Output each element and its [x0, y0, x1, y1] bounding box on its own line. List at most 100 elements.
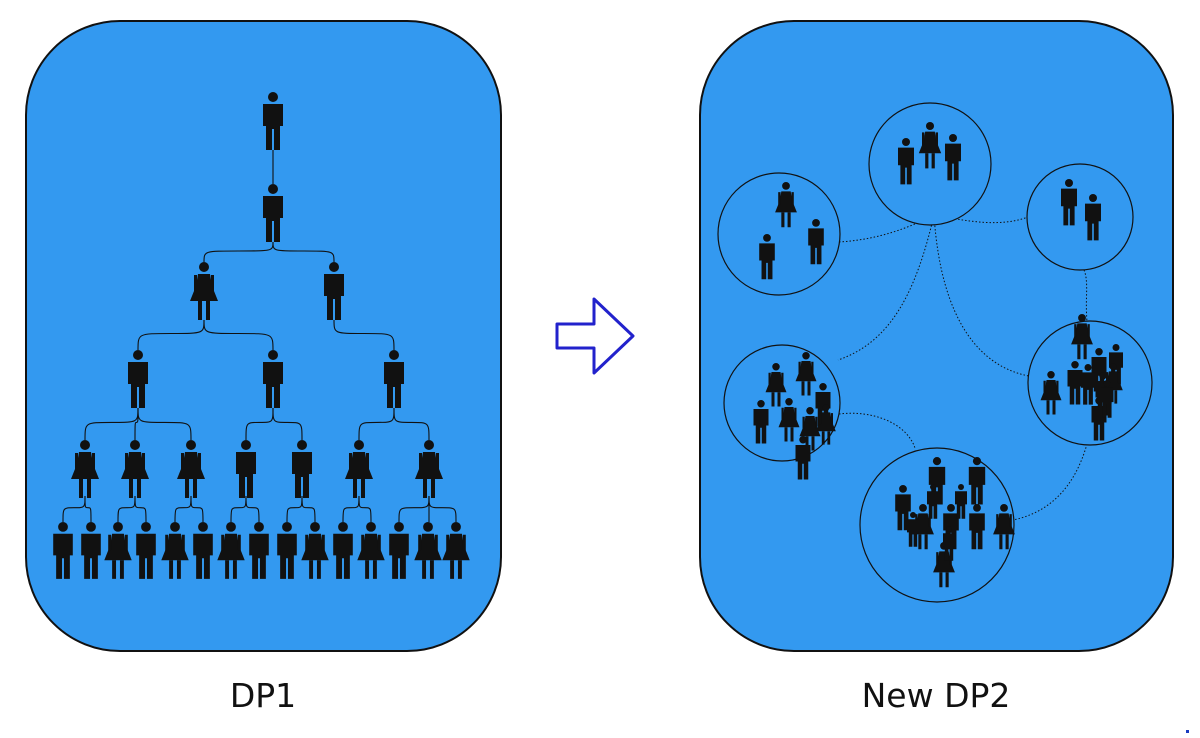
person-icon	[1081, 364, 1095, 405]
person-icon	[442, 522, 470, 579]
watermark: miro	[1149, 638, 1165, 646]
connector-line	[203, 319, 274, 351]
person-icon	[1061, 179, 1077, 226]
person-icon	[415, 440, 443, 498]
person-icon	[898, 138, 914, 185]
group-circle	[717, 172, 841, 296]
person-icon	[795, 436, 811, 480]
connector-line	[174, 495, 192, 523]
connector-line	[272, 241, 335, 263]
person-icon	[955, 484, 967, 519]
connector-line	[301, 495, 316, 523]
person-icon	[969, 504, 985, 550]
connector-line	[428, 495, 457, 523]
person-icon	[263, 350, 283, 408]
person-icon	[1067, 361, 1083, 405]
person-icon	[918, 122, 942, 169]
person-icon	[190, 262, 218, 320]
person-icon	[907, 512, 919, 547]
network-diagram	[717, 102, 1153, 603]
person-icon	[816, 404, 836, 445]
person-icon	[324, 262, 344, 320]
person-icon	[927, 484, 939, 519]
connector-line	[358, 495, 372, 523]
connector-line	[1083, 269, 1088, 323]
connector-line	[84, 407, 139, 441]
person-icon	[128, 350, 148, 408]
connector-line	[134, 407, 139, 441]
connector-line	[245, 495, 260, 523]
connector-line	[245, 407, 274, 441]
connector-line	[1012, 443, 1088, 521]
connector-line	[272, 407, 303, 441]
person-icon	[775, 182, 797, 228]
connector-line	[286, 495, 303, 523]
person-icon	[301, 522, 329, 579]
connector-line	[203, 241, 274, 263]
person-icon	[945, 134, 961, 181]
connector-line	[837, 214, 935, 361]
person-icon	[263, 92, 283, 150]
person-icon	[161, 522, 189, 579]
person-icon	[136, 522, 156, 579]
person-icon	[249, 522, 269, 579]
person-icon	[1100, 380, 1114, 418]
person-icon	[1071, 314, 1093, 360]
connector-line	[117, 495, 136, 523]
connector-line	[933, 214, 1030, 377]
person-icon	[759, 234, 775, 280]
stray-dot	[1186, 730, 1189, 733]
connector-line	[190, 495, 204, 523]
person-icon	[943, 526, 955, 561]
person-icon	[81, 522, 101, 579]
person-icon	[765, 363, 787, 407]
person-icon	[795, 352, 817, 396]
person-icon	[193, 522, 213, 579]
person-icon	[277, 522, 297, 579]
person-icon	[236, 440, 256, 498]
group-circle	[1026, 163, 1134, 271]
person-icon	[389, 522, 409, 579]
connector-line	[358, 407, 395, 441]
person-icon	[345, 440, 373, 498]
connector-line	[84, 495, 92, 523]
person-icon	[968, 457, 986, 505]
person-icon	[121, 440, 149, 498]
network-panel: miro	[699, 20, 1174, 652]
connector-line	[838, 412, 916, 449]
person-icon	[895, 485, 911, 531]
person-icon	[177, 440, 205, 498]
connector-line	[62, 495, 86, 523]
connector-line	[342, 495, 360, 523]
caption-new-dp2: New DP2	[861, 676, 1011, 715]
connector-line	[137, 319, 205, 351]
connector-line	[393, 407, 430, 441]
connector-line	[398, 495, 430, 523]
caption-dp1: DP1	[229, 676, 297, 715]
connector-line	[137, 407, 192, 441]
person-icon	[357, 522, 385, 579]
person-icon	[263, 184, 283, 242]
person-icon	[1040, 371, 1062, 415]
hierarchy-panel: miro	[25, 20, 502, 652]
person-icon	[799, 407, 821, 451]
person-icon	[333, 522, 353, 579]
person-icon	[1085, 194, 1101, 241]
hierarchy-diagram	[53, 92, 470, 579]
person-icon	[104, 522, 132, 579]
person-icon	[414, 522, 442, 579]
person-icon	[217, 522, 245, 579]
person-icon	[993, 504, 1015, 550]
right-arrow-icon	[555, 297, 635, 375]
group-circle	[868, 102, 992, 226]
person-icon	[753, 400, 769, 444]
watermark: miro	[485, 642, 501, 650]
person-icon	[384, 350, 404, 408]
person-icon	[71, 440, 99, 498]
connector-line	[333, 319, 395, 351]
connector-line	[134, 495, 147, 523]
person-icon	[778, 398, 800, 442]
person-icon	[808, 219, 824, 265]
person-icon	[53, 522, 73, 579]
person-icon	[292, 440, 312, 498]
